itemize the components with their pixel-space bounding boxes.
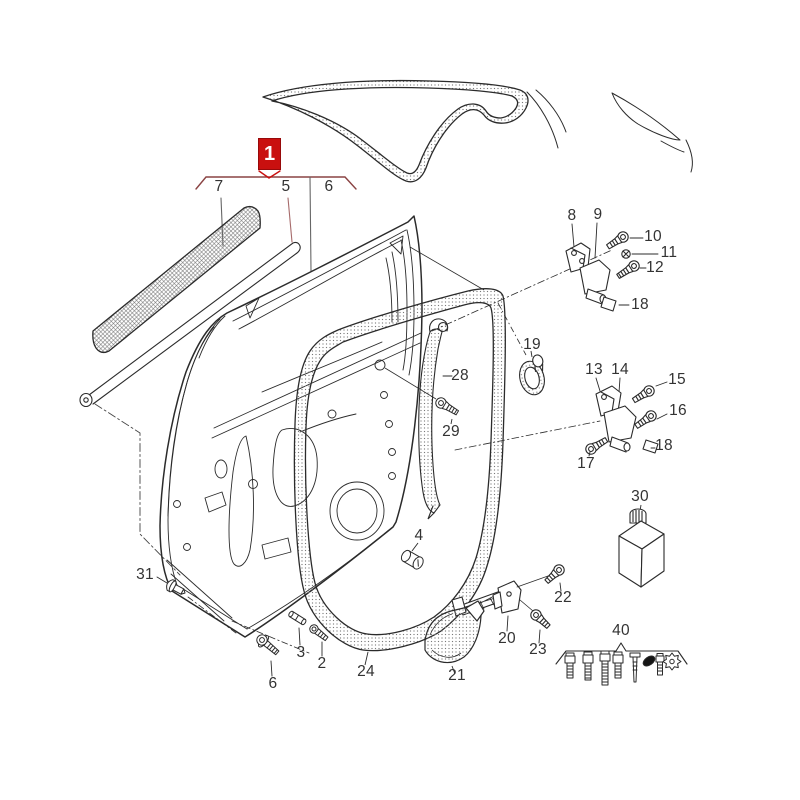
- kit-bolt-4: [612, 651, 624, 679]
- leader-31: [156, 576, 168, 584]
- kit-clip-6: [642, 655, 656, 667]
- part-label-15: 15: [668, 371, 686, 388]
- part-label-14: 14: [611, 361, 629, 378]
- kit-pin-5: [629, 652, 641, 683]
- part-label-31: 31: [136, 566, 154, 583]
- kit-bolt-7: [655, 653, 665, 676]
- part-label-10: 10: [644, 228, 662, 245]
- kit-star-nut-8: [662, 652, 682, 671]
- rivet-31: [166, 579, 186, 595]
- hinge-pad-18b: [642, 439, 659, 454]
- alignment-line-lower-hinge: [454, 420, 601, 451]
- bolt-12: [616, 260, 640, 279]
- part-label-8: 8: [567, 207, 577, 224]
- leader-5: [287, 197, 293, 243]
- kit-bracket: [555, 642, 688, 665]
- part-label-18a: 18: [631, 296, 649, 313]
- part-label-6b: 6: [268, 675, 278, 692]
- bolt-17: [585, 437, 609, 455]
- part-label-28: 28: [451, 367, 469, 384]
- molding-strip-5: [79, 241, 301, 576]
- part-label-24: 24: [357, 663, 375, 680]
- bolt-22: [544, 564, 565, 584]
- leader-24: [364, 651, 369, 666]
- part-label-5: 5: [281, 178, 291, 195]
- alignment-line-strip5: [94, 403, 181, 576]
- part-label-6a: 6: [324, 178, 334, 195]
- bolt-6: [256, 634, 280, 656]
- leader-9: [594, 222, 598, 259]
- hinge-pad-18a: [600, 296, 617, 312]
- part-label-40: 40: [612, 622, 630, 639]
- upper-hinge-assembly: [431, 222, 659, 332]
- bolt-29: [384, 367, 460, 425]
- trim-strip-7: [92, 205, 261, 354]
- leader-6b: [270, 660, 273, 677]
- part-label-12: 12: [646, 259, 664, 276]
- bolt-16: [634, 410, 657, 429]
- leader-23: [538, 629, 541, 644]
- part-label-2: 2: [317, 655, 327, 672]
- fastener-kit-40: [555, 642, 688, 686]
- part-label-11: 11: [660, 244, 678, 261]
- part-label-21: 21: [448, 667, 466, 684]
- part-label-30: 30: [631, 488, 649, 505]
- part-label-7: 7: [214, 178, 224, 195]
- bottom-fasteners: [156, 576, 329, 677]
- leader-13: [595, 377, 601, 392]
- bolt-2: [309, 624, 329, 642]
- part-label-18b: 18: [655, 437, 673, 454]
- leader-22: [559, 582, 562, 592]
- part-label-17: 17: [577, 455, 595, 472]
- leader-20: [506, 615, 509, 632]
- group-1-badge: 1: [258, 138, 281, 170]
- leader-29-line: [384, 367, 437, 400]
- window-guide-28: [418, 318, 453, 520]
- kit-screw-3: [599, 650, 611, 686]
- leader-4: [411, 542, 419, 552]
- lower-hinge-assembly: [454, 377, 668, 457]
- part-label-13: 13: [585, 361, 603, 378]
- kit-bolt-1: [564, 652, 576, 679]
- leader-3: [298, 627, 301, 646]
- check-cover-21: [424, 600, 485, 675]
- spacer-3: [288, 610, 307, 626]
- bolt-23: [530, 609, 551, 629]
- alignment-line-seal-corner: [409, 246, 485, 291]
- part-label-20: 20: [498, 630, 516, 647]
- leader-19: [530, 350, 533, 358]
- grommet-19: [409, 246, 545, 396]
- part-label-16: 16: [669, 402, 687, 419]
- part-label-9: 9: [593, 206, 603, 223]
- part-label-22: 22: [554, 589, 572, 606]
- grease-box-30: [618, 504, 665, 588]
- bolt-15: [631, 385, 655, 404]
- alignment-line-2-3: [231, 620, 310, 654]
- part-label-29: 29: [442, 423, 460, 440]
- door-shell: [159, 215, 423, 638]
- part-label-19: 19: [523, 336, 541, 353]
- part-label-4: 4: [414, 527, 424, 544]
- body-aperture-seal: [262, 79, 693, 183]
- alignment-line-31: [187, 596, 237, 634]
- kit-bolt-2: [582, 651, 594, 681]
- alignment-line-19: [497, 302, 527, 356]
- bolt-10: [606, 231, 629, 250]
- door-check-20: [451, 564, 565, 644]
- leader-6: [309, 176, 312, 272]
- leader-8: [571, 223, 575, 248]
- leader-21: [451, 665, 456, 675]
- plug-4: [400, 542, 424, 570]
- group-1-callout: [195, 170, 357, 272]
- part-label-3: 3: [296, 644, 306, 661]
- part-label-23: 23: [529, 641, 547, 658]
